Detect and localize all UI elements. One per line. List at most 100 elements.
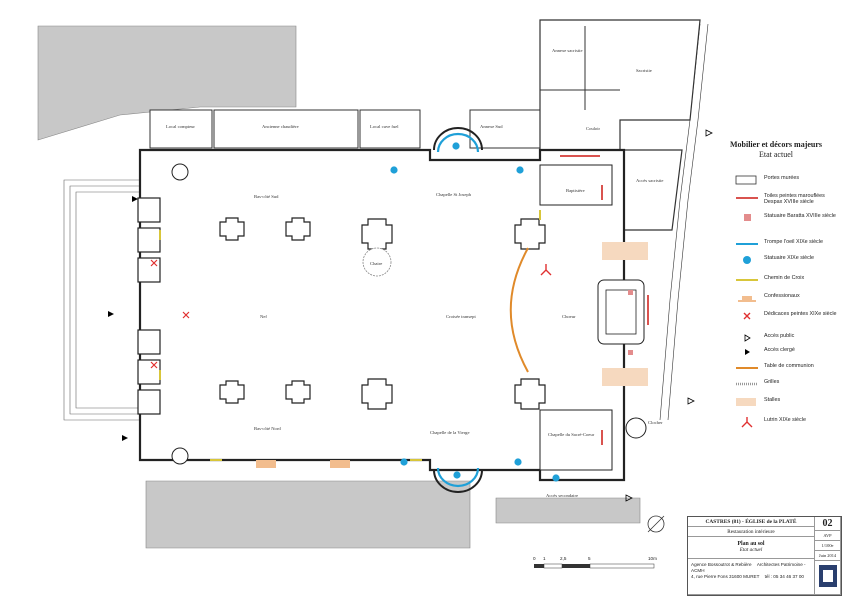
label-local-compteur: Local compteur bbox=[166, 124, 195, 129]
confessionals bbox=[256, 460, 350, 468]
pink-square-icon bbox=[744, 214, 751, 221]
sheet-scale: 1/100e bbox=[815, 541, 841, 551]
label-bas-cote-nord: Bas-côté Nord bbox=[254, 426, 281, 431]
scale-tick: 5 bbox=[588, 556, 591, 561]
legend-label: Portes murées bbox=[764, 175, 800, 181]
table-communion bbox=[509, 247, 529, 373]
west-piers bbox=[137, 197, 161, 415]
local-cuve-fuel-room bbox=[359, 109, 421, 149]
annexe-sud-room bbox=[469, 109, 541, 149]
legend-label: Stalles bbox=[764, 397, 781, 403]
legend-item-acces-clerge: Accès clergé bbox=[712, 346, 840, 360]
legend-item-toiles-despax: Toiles peintes marouflées Despax XVIIIe … bbox=[712, 192, 840, 206]
scale-bar: 0 1 2,5 5 10m bbox=[532, 556, 658, 576]
sheet-title-cell: Plan au sol Etat actuel bbox=[688, 537, 815, 559]
trompe-oeil-st-joseph bbox=[436, 132, 480, 153]
porch-outline bbox=[63, 179, 148, 421]
legend-item-table-communion: Table de communion bbox=[712, 362, 840, 376]
label-acces-sacristie: Accès sacristie bbox=[636, 178, 663, 183]
legend-item-grilles: Grilles bbox=[712, 378, 840, 392]
legend-item-portes-murees: Portes murées bbox=[712, 174, 840, 188]
blue-circle-icon bbox=[743, 256, 751, 264]
sheet-phase: AVP bbox=[815, 531, 841, 541]
porch-outline-3 bbox=[75, 191, 144, 409]
legend-label: Statuaire Baratta XVIIIe siècle bbox=[764, 213, 836, 219]
label-nef: Nef bbox=[260, 314, 267, 319]
legend-label: Trompe l'oeil XIXe siècle bbox=[764, 239, 823, 245]
label-baptistere: Baptistère bbox=[566, 188, 585, 193]
legend-item-statuaire-baratta: Statuaire Baratta XVIIIe siècle bbox=[712, 212, 840, 226]
red-line-icon bbox=[736, 197, 758, 199]
label-chapelle-vierge: Chapelle de la Vierge bbox=[430, 430, 469, 435]
legend-label: Lutrin XIXe siècle bbox=[764, 417, 806, 423]
label-couloir: Couloir bbox=[586, 126, 601, 131]
yellow-line-icon bbox=[736, 279, 758, 281]
label-bas-cote-sud: Bas-côté Sud bbox=[254, 194, 279, 199]
despax-paintings bbox=[560, 155, 649, 445]
legend-label: Confessionaux bbox=[764, 293, 800, 299]
scale-tick: 10m bbox=[648, 556, 657, 561]
dedications bbox=[150, 259, 190, 369]
legend-label: Accès clergé bbox=[764, 347, 795, 353]
label-chaire: Chaire bbox=[370, 261, 382, 266]
project-title: CASTRES (81) - ÉGLISE de la PLATÉ bbox=[688, 517, 815, 527]
label-ancienne-chaudiere: Ancienne chaudière bbox=[262, 124, 299, 129]
legend-subtitle: Etat actuel bbox=[759, 150, 793, 159]
label-local-cuve-fuel: Local cuve fuel bbox=[370, 124, 399, 129]
label-chapelle-st-joseph: Chapelle St Joseph bbox=[436, 192, 472, 197]
scale-tick: 2,5 bbox=[560, 556, 567, 561]
neighbor-block-south bbox=[145, 480, 471, 549]
clocher-stair bbox=[625, 417, 647, 439]
scale-tick: 1 bbox=[543, 556, 546, 561]
label-clocher: Clocher bbox=[648, 420, 663, 425]
legend-label: Toiles peintes marouflées Despax XVIIIe … bbox=[764, 193, 825, 206]
agency-name: Agence Bossoutrot & Rebière bbox=[691, 562, 752, 567]
baptistere-room bbox=[539, 164, 613, 206]
agency-phone: tél : 05 34 46 37 00 bbox=[764, 574, 804, 579]
agency-cell: Agence Bossoutrot & Rebière Architectes … bbox=[688, 559, 815, 595]
lutrin-icon bbox=[540, 264, 552, 276]
agency-logo bbox=[815, 561, 841, 595]
street-line-2 bbox=[667, 23, 709, 421]
north-arrow-icon bbox=[647, 515, 665, 533]
filled-triangle-icon bbox=[745, 349, 750, 355]
legend-label: Statuaire XIXe siècle bbox=[764, 255, 815, 261]
legend-item-chemin-croix: Chemin de Croix bbox=[712, 274, 840, 288]
local-compteur-room bbox=[149, 109, 213, 149]
neighbor-block-southeast bbox=[495, 497, 641, 524]
chaire-circle bbox=[362, 247, 392, 277]
legend-item-dedicaces: Dédicaces peintes XIXe siècle bbox=[712, 310, 840, 324]
orange-line-icon bbox=[736, 367, 758, 369]
label-annexe-sacristie: Annexe sacristie bbox=[552, 48, 583, 53]
sheet-subtitle: Etat actuel bbox=[739, 547, 763, 553]
legend-item-lutrin: Lutrin XIXe siècle bbox=[712, 416, 840, 430]
porch-outline-2 bbox=[69, 185, 146, 415]
scale-tick: 0 bbox=[533, 556, 536, 561]
label-choeur: Choeur bbox=[562, 314, 576, 319]
agency-address: 4, rue Pierre Fons 31600 MURET bbox=[691, 574, 760, 579]
statues-baratta bbox=[628, 290, 633, 355]
confessional-icon bbox=[738, 296, 756, 302]
legend-item-stalles: Stalles bbox=[712, 396, 840, 410]
project-subject: Restauration intérieure bbox=[688, 527, 815, 537]
access-markers bbox=[108, 129, 713, 502]
chapelle-st-joseph-apse bbox=[433, 127, 483, 151]
legend-label: Accès public bbox=[764, 333, 795, 339]
chapelle-vierge-apse bbox=[433, 469, 483, 493]
stalles-north bbox=[602, 368, 648, 386]
open-triangle-icon bbox=[744, 334, 751, 342]
trompe-oeil-vierge bbox=[436, 467, 480, 488]
blue-line-icon bbox=[736, 243, 758, 245]
legend-title: Mobilier et décors majeurs bbox=[729, 140, 823, 149]
label-acces-secondaire: Accès secondaire bbox=[546, 493, 578, 498]
nave-columns bbox=[219, 217, 546, 410]
logo-icon bbox=[818, 565, 837, 587]
stalles-icon bbox=[736, 398, 756, 406]
legend-label: Dédicaces peintes XIXe siècle bbox=[764, 311, 837, 317]
sheet-number: 02 bbox=[815, 517, 841, 531]
ancienne-chaudiere-room bbox=[213, 109, 359, 149]
church-outline bbox=[138, 148, 626, 482]
grille-icon bbox=[736, 382, 758, 386]
sheet-date: Juin 2014 bbox=[815, 551, 841, 561]
